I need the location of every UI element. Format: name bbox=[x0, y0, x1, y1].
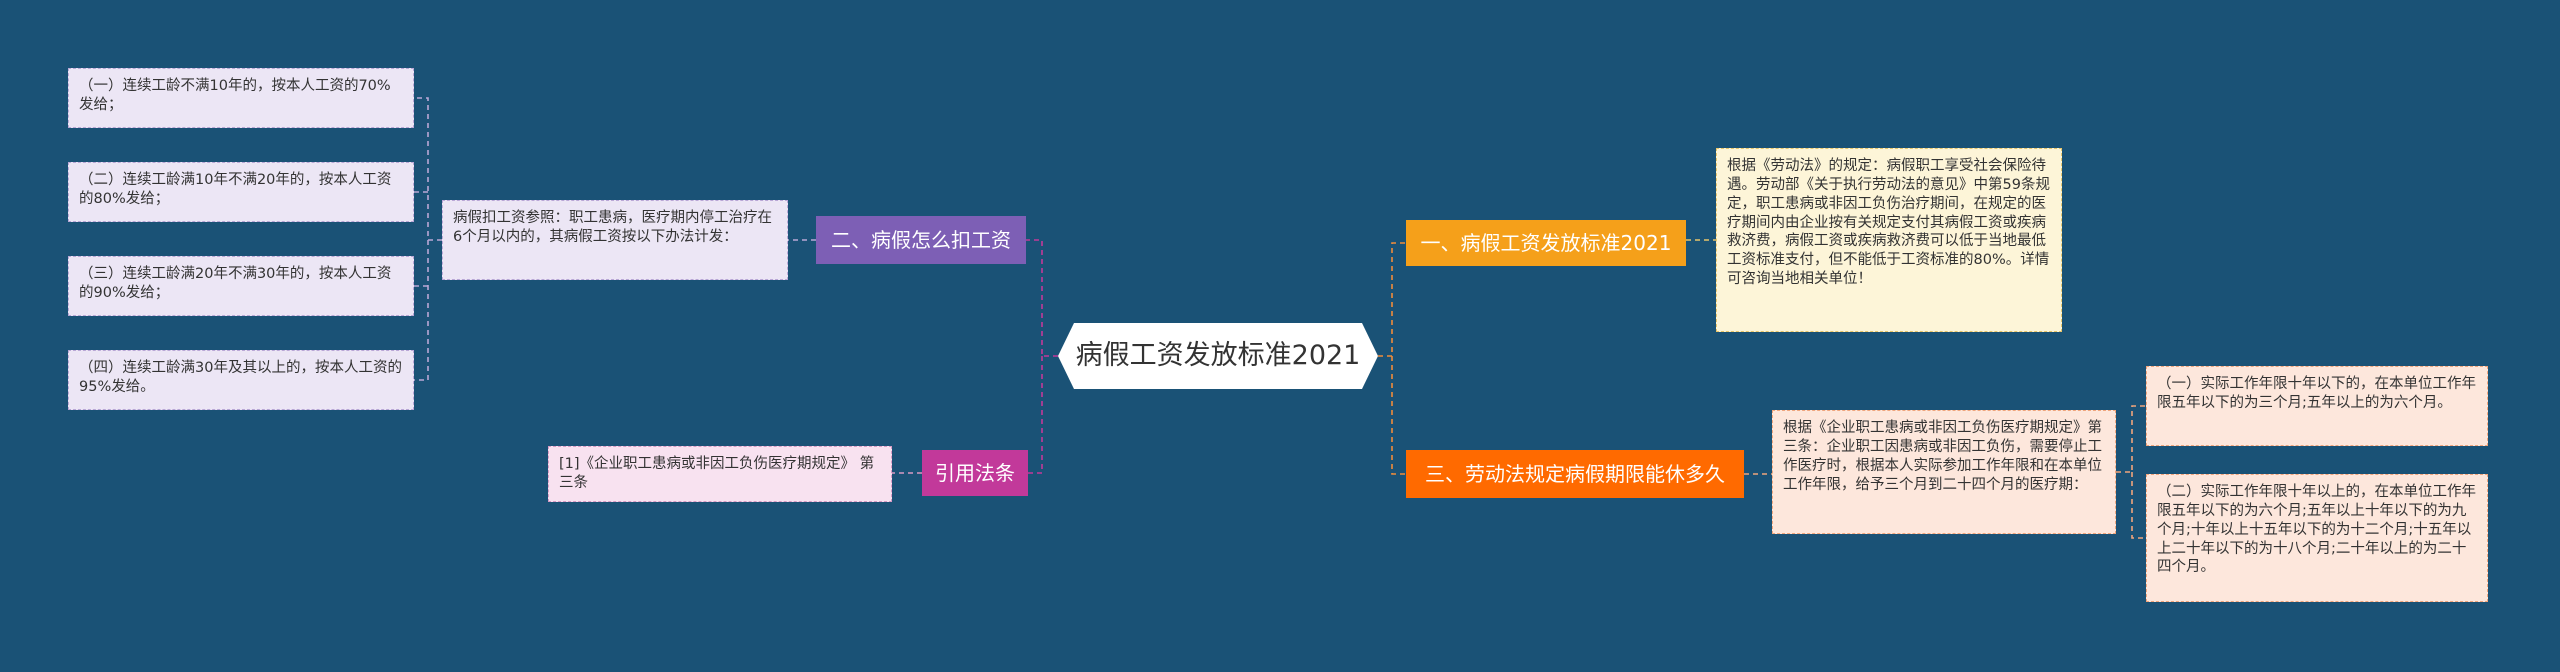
root-title: 病假工资发放标准2021 bbox=[1075, 340, 1361, 372]
connector-root-to-standard bbox=[1378, 242, 1406, 357]
branch-standard[interactable]: 一、病假工资发放标准2021 bbox=[1406, 220, 1686, 266]
branch-standard-label: 一、病假工资发放标准2021 bbox=[1420, 231, 1672, 255]
leaf-text: 根据《企业职工患病或非因工负伤医疗期规定》第三条：企业职工因患病或非因工负伤，需… bbox=[1783, 420, 2102, 493]
leaf-text: （二）实际工作年限十年以上的，在本单位工作年限五年以下的为六个月;五年以上十年以… bbox=[2157, 484, 2476, 576]
leaf-period-item-1[interactable]: （一）实际工作年限十年以下的，在本单位工作年限五年以下的为三个月;五年以上的为六… bbox=[2146, 366, 2488, 446]
connector-root-to-deduct bbox=[1026, 239, 1058, 357]
leaf-text: （一）连续工龄不满10年的，按本人工资的70%发给； bbox=[79, 78, 391, 113]
leaf-period-intro[interactable]: 根据《企业职工患病或非因工负伤医疗期规定》第三条：企业职工因患病或非因工负伤，需… bbox=[1772, 410, 2116, 534]
connector-root-to-cite bbox=[1028, 356, 1043, 474]
connector-intro-to-items bbox=[414, 97, 442, 381]
leaf-deduct-item-3[interactable]: （三）连续工龄满20年不满30年的，按本人工资的90%发给； bbox=[68, 256, 414, 316]
connector-period-to-items bbox=[2116, 405, 2146, 539]
leaf-text: （一）实际工作年限十年以下的，在本单位工作年限五年以下的为三个月;五年以上的为六… bbox=[2157, 376, 2476, 411]
leaf-text: 病假扣工资参照：职工患病，医疗期内停工治疗在6个月以内的，其病假工资按以下办法计… bbox=[453, 210, 772, 245]
branch-period-label: 三、劳动法规定病假期限能休多久 bbox=[1425, 462, 1725, 486]
leaf-period-item-2[interactable]: （二）实际工作年限十年以上的，在本单位工作年限五年以下的为六个月;五年以上十年以… bbox=[2146, 474, 2488, 602]
leaf-text: [1]《企业职工患病或非因工负伤医疗期规定》 第三条 bbox=[559, 456, 875, 491]
leaf-deduct-item-2[interactable]: （二）连续工龄满10年不满20年的，按本人工资的80%发给； bbox=[68, 162, 414, 222]
branch-deduct-wages-label: 二、病假怎么扣工资 bbox=[831, 228, 1011, 252]
leaf-standard[interactable]: 根据《劳动法》的规定：病假职工享受社会保险待遇。劳动部《关于执行劳动法的意见》中… bbox=[1716, 148, 2062, 332]
leaf-deduct-item-1[interactable]: （一）连续工龄不满10年的，按本人工资的70%发给； bbox=[68, 68, 414, 128]
branch-citation-label: 引用法条 bbox=[935, 461, 1015, 485]
branch-deduct-wages[interactable]: 二、病假怎么扣工资 bbox=[816, 216, 1026, 264]
leaf-text: 根据《劳动法》的规定：病假职工享受社会保险待遇。劳动部《关于执行劳动法的意见》中… bbox=[1727, 158, 2050, 288]
branch-citation[interactable]: 引用法条 bbox=[922, 450, 1028, 496]
root-topic[interactable]: 病假工资发放标准2021 bbox=[1058, 323, 1378, 389]
leaf-text: （三）连续工龄满20年不满30年的，按本人工资的90%发给； bbox=[79, 266, 392, 301]
leaf-citation[interactable]: [1]《企业职工患病或非因工负伤医疗期规定》 第三条 bbox=[548, 446, 892, 502]
branch-period[interactable]: 三、劳动法规定病假期限能休多久 bbox=[1406, 450, 1744, 498]
leaf-deduct-item-4[interactable]: （四）连续工龄满30年及其以上的，按本人工资的95%发给。 bbox=[68, 350, 414, 410]
leaf-deduct-intro[interactable]: 病假扣工资参照：职工患病，医疗期内停工治疗在6个月以内的，其病假工资按以下办法计… bbox=[442, 200, 788, 280]
leaf-text: （四）连续工龄满30年及其以上的，按本人工资的95%发给。 bbox=[79, 360, 402, 395]
leaf-text: （二）连续工龄满10年不满20年的，按本人工资的80%发给； bbox=[79, 172, 392, 207]
connector-root-to-period bbox=[1391, 356, 1406, 475]
